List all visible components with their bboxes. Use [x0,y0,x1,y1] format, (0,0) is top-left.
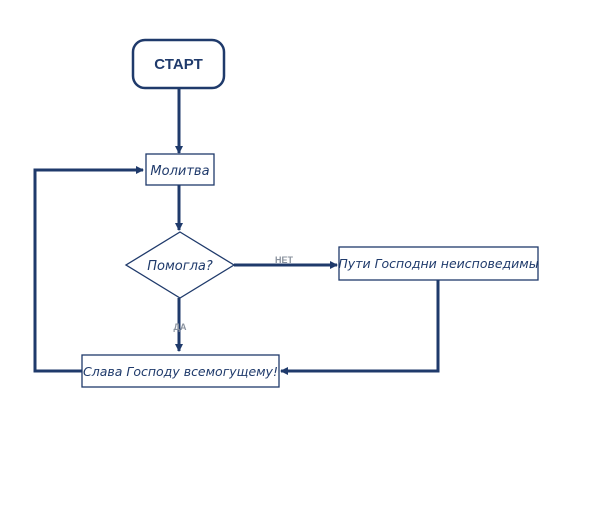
arrow-loop-back-to-prayer [33,166,144,373]
arrow-no-result-to-yes-result [280,280,440,375]
decision-label: Помогла? [147,259,213,274]
yes-result-label: Слава Господу всемогущему! [83,364,278,379]
no-result-node: Пути Господни неисповедимы [338,246,539,281]
decision-node: Помогла? [124,231,236,299]
no-result-label: Пути Господни неисповедимы [338,256,538,271]
yes-result-box [81,354,280,388]
no-result-box [338,246,539,281]
prayer-label: Молитва [150,164,209,179]
prayer-box [145,153,215,186]
connectors [33,88,440,375]
start-node: СТАРТ [131,38,226,90]
prayer-node: Молитва [145,153,215,186]
decision-diamond [124,231,236,299]
no-edge-label: НЕТ [275,255,294,265]
yes-result-node: Слава Господу всемогущему! [81,354,280,388]
start-terminator [131,38,226,90]
yes-edge-label: ДА [174,322,187,332]
start-label: СТАРТ [154,56,202,73]
